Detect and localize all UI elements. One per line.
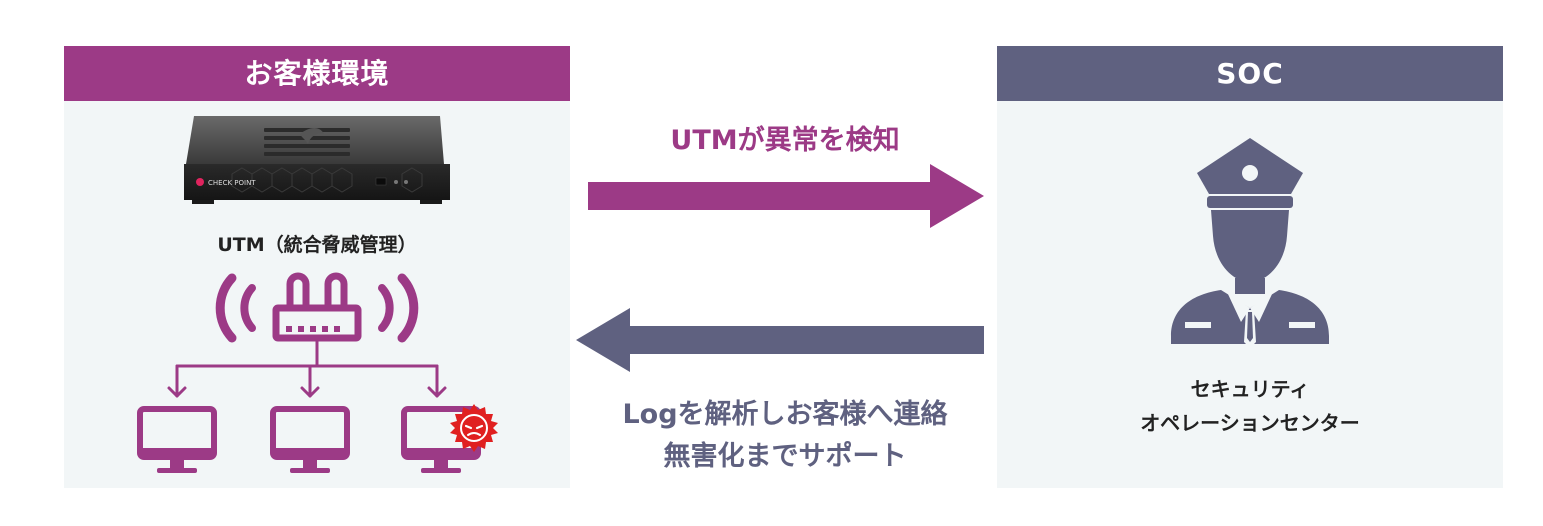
flow-to-customer-line1: Logを解析しお客様へ連絡 xyxy=(622,399,948,430)
utm-appliance-icon: CHECK POINT xyxy=(184,116,450,204)
wifi-wave-left-inner-icon xyxy=(240,284,256,332)
customer-environment-title: お客様環境 xyxy=(64,46,570,101)
soc-description: セキュリティ オペレーションセンター xyxy=(997,372,1503,440)
device-brand-text: CHECK POINT xyxy=(208,179,256,187)
security-guard-icon xyxy=(1171,138,1329,348)
utm-label: UTM（統合脅威管理） xyxy=(217,234,417,256)
soc-label-line2: オペレーションセンター xyxy=(1140,411,1360,435)
soc-panel: SOC セキュリティ オペレーションセンター xyxy=(997,46,1503,488)
wifi-wave-right-outer-icon xyxy=(397,273,419,343)
flow-to-customer-label: Logを解析しお客様へ連絡 無害化までサポート xyxy=(585,394,985,478)
customer-environment-panel: お客様環境 xyxy=(64,46,570,488)
soc-title: SOC xyxy=(997,46,1503,101)
flow-to-soc-label: UTMが異常を検知 xyxy=(670,125,900,156)
soc-label-line1: セキュリティ xyxy=(1190,377,1310,401)
wifi-wave-right-inner-icon xyxy=(378,284,394,332)
connector-lines xyxy=(167,336,447,398)
virus-icon xyxy=(450,404,498,452)
flow-to-customer-line2: 無害化までサポート xyxy=(663,441,907,472)
arrow-right-icon xyxy=(588,164,984,228)
wifi-wave-left-outer-icon xyxy=(215,273,237,343)
arrow-left-icon xyxy=(576,308,984,372)
network-diagram xyxy=(137,272,498,473)
